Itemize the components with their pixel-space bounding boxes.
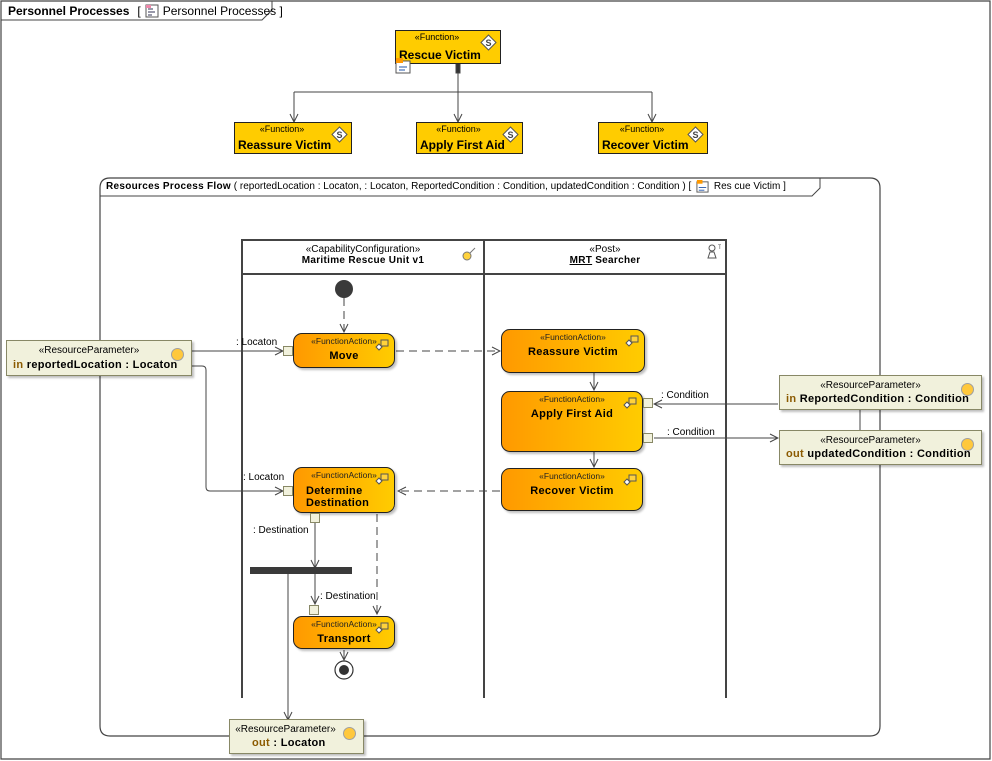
function-action-icon <box>375 622 389 634</box>
diagram-frame-title: Personnel Processes [ Personnel Processe… <box>8 4 283 18</box>
swimlane-header-mrt-searcher[interactable]: «Post» MRT Searcher <box>569 244 641 266</box>
swimlane-header-maritime-rescue-unit[interactable]: «CapabilityConfiguration» Maritime Rescu… <box>301 244 425 266</box>
action-transport[interactable]: «FunctionAction» Transport <box>293 616 395 649</box>
pin-apply-first-aid-output[interactable] <box>643 433 653 443</box>
parameter-dot-icon <box>961 383 974 396</box>
activity-reference-link[interactable]: Res cue Victim ] <box>713 181 786 193</box>
svg-text:T: T <box>718 245 721 251</box>
function-action-icon <box>623 397 637 409</box>
pin-determine-destination-input[interactable] <box>283 486 293 496</box>
activity-signature: ( reportedLocation : Locaton, : Locaton,… <box>233 181 692 193</box>
action-move[interactable]: «FunctionAction» Move <box>293 333 395 368</box>
activity-reference-icon <box>696 180 709 193</box>
activity-frame-title: Resources Process Flow ( reportedLocatio… <box>106 180 786 193</box>
pin-label-first-aid-input: : Condition <box>661 390 709 401</box>
pin-label-move-input: : Locaton <box>236 337 278 348</box>
function-icon: S <box>502 126 519 143</box>
activity-final-node[interactable] <box>334 660 354 680</box>
fork-bar[interactable] <box>250 567 352 574</box>
capability-configuration-icon <box>462 247 476 261</box>
pin-move-input[interactable] <box>283 346 293 356</box>
pin-label-determine-input: : Locaton <box>243 472 285 483</box>
activity-name: Resources Process Flow <box>106 181 231 193</box>
action-reassure-victim[interactable]: «FunctionAction» Reassure Victim <box>501 329 645 373</box>
function-recover-victim[interactable]: «Function» Recover Victim S <box>598 122 708 154</box>
object-flows <box>192 351 861 720</box>
function-icon: S <box>480 34 497 51</box>
action-recover-victim[interactable]: «FunctionAction» Recover Victim <box>501 468 643 511</box>
pin-determine-destination-output[interactable] <box>310 513 320 523</box>
svg-text:S: S <box>485 38 491 48</box>
diagram-reference-icon <box>145 4 159 18</box>
pin-transport-input[interactable] <box>309 605 319 615</box>
svg-text:S: S <box>336 130 342 140</box>
function-action-icon <box>375 473 389 485</box>
pin-label-first-aid-output: : Condition <box>667 427 715 438</box>
outer-frame-tab <box>1 1 273 21</box>
svg-text:S: S <box>507 130 513 140</box>
function-apply-first-aid[interactable]: «Function» Apply First Aid S <box>416 122 523 154</box>
post-icon: T <box>707 244 721 259</box>
parameter-reported-condition[interactable]: «ResourceParameter» in ReportedCondition… <box>779 375 982 410</box>
parameter-reported-location[interactable]: «ResourceParameter» in reportedLocation … <box>6 340 192 376</box>
activity-frame <box>99 177 881 737</box>
parameter-updated-condition[interactable]: «ResourceParameter» out updatedCondition… <box>779 430 982 465</box>
parameter-out-location[interactable]: «ResourceParameter» out : Locaton <box>229 719 364 754</box>
function-reassure-victim[interactable]: «Function» Reassure Victim S <box>234 122 352 154</box>
initial-node[interactable] <box>335 280 353 298</box>
swimlanes <box>241 239 727 698</box>
control-flows <box>344 298 594 660</box>
action-apply-first-aid[interactable]: «FunctionAction» Apply First Aid <box>501 391 643 452</box>
svg-text:S: S <box>692 130 698 140</box>
function-icon: S <box>687 126 704 143</box>
decomposition-tree <box>294 62 652 122</box>
parameter-dot-icon <box>343 727 356 740</box>
function-icon: S <box>331 126 348 143</box>
function-action-icon <box>623 474 637 486</box>
parameter-dot-icon <box>171 348 184 361</box>
function-action-icon <box>625 335 639 347</box>
pin-label-determine-output: : Destination <box>253 525 309 536</box>
function-rescue-victim[interactable]: «Function» Rescue Victim S <box>395 30 501 64</box>
parameter-dot-icon <box>961 438 974 451</box>
activity-frame-tab <box>100 178 821 197</box>
diagram-reference-link[interactable]: Personnel Processes <box>162 4 277 18</box>
diagram-name: Personnel Processes <box>8 4 130 18</box>
function-action-icon <box>375 339 389 351</box>
pin-label-transport-input: : Destination <box>320 591 376 602</box>
pin-apply-first-aid-input[interactable] <box>643 398 653 408</box>
behavior-diagram-link-icon[interactable] <box>395 58 411 74</box>
